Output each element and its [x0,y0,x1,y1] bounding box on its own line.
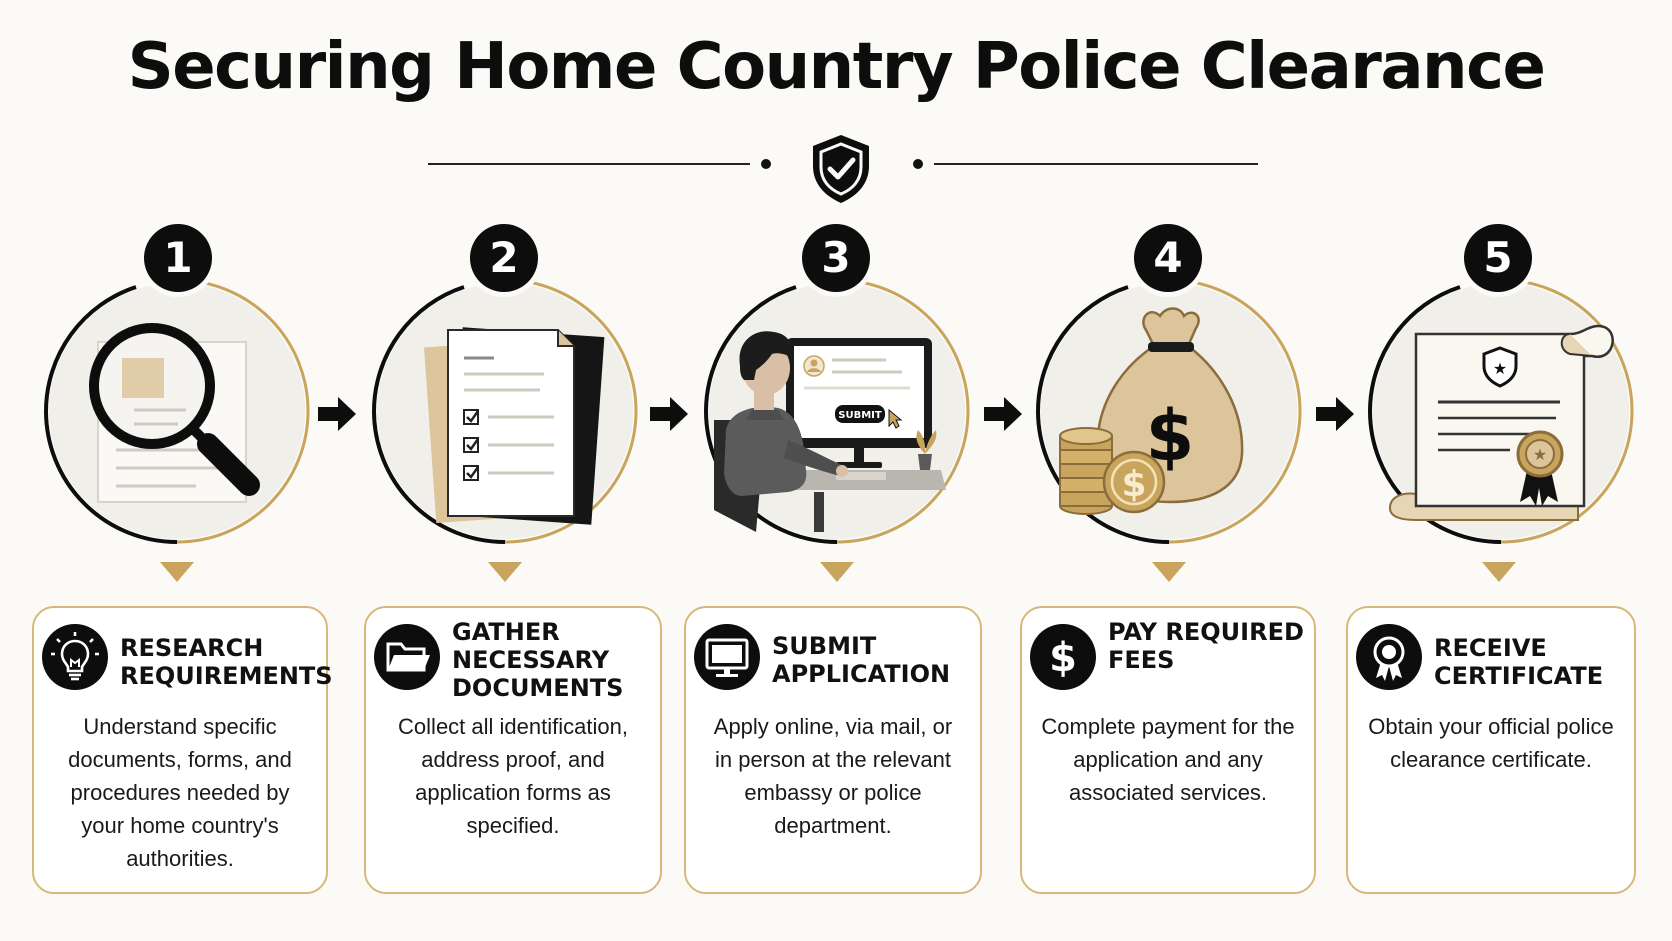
svg-text:★: ★ [1533,445,1547,464]
shield-check-icon [808,132,874,206]
step-pointer [488,562,522,582]
step-description: Complete payment for the application and… [1041,714,1295,805]
step-number-badge: 2 [470,224,538,292]
step-description: Understand specific documents, forms, an… [68,714,292,871]
step-illustration-person-at-computer: SUBMIT [696,270,978,552]
header-divider-dot-right [913,159,923,169]
step-card: RECEIVE CERTIFICATE Obtain your official… [1346,606,1636,894]
step-card: GATHER NECESSARY DOCUMENTS Collect all i… [364,606,662,894]
dollar-icon: $ [1030,624,1096,690]
header-divider-dot-left [761,159,771,169]
step-pointer [1482,562,1516,582]
step-2: 2 [332,0,662,941]
step-5: 5 ★ ★ [1328,0,1658,941]
header-divider-right [934,163,1258,165]
svg-text:$: $ [1049,635,1077,681]
step-title: PAY REQUIRED FEES [1108,618,1304,674]
step-illustration-certificate: ★ ★ [1360,270,1642,552]
submit-label: SUBMIT [838,410,882,421]
step-title: RECEIVE CERTIFICATE [1434,634,1604,690]
step-pointer [160,562,194,582]
svg-text:★: ★ [1493,359,1507,378]
lightbulb-icon [42,624,108,690]
step-title: GATHER NECESSARY DOCUMENTS [452,618,624,702]
step-card: SUBMIT APPLICATION Apply online, via mai… [684,606,982,894]
step-number-badge: 5 [1464,224,1532,292]
step-illustration-money-bag: $ $ [1028,270,1310,552]
step-3: 3 SUBMIT [664,0,994,941]
folder-icon [374,624,440,690]
arrow-right-icon [318,397,356,431]
step-title: SUBMIT APPLICATION [772,632,951,688]
step-description: Collect all identification, address proo… [398,714,628,838]
step-description: Obtain your official police clearance ce… [1368,714,1614,772]
step-pointer [1152,562,1186,582]
step-pointer [820,562,854,582]
svg-text:$: $ [1121,464,1146,505]
step-1: 1 [0,0,333,941]
step-number-badge: 4 [1134,224,1202,292]
step-4: 4 $ $ $ PAY REQUIRED FEES [996,0,1326,941]
step-number-badge: 3 [802,224,870,292]
award-ribbon-icon [1356,624,1422,690]
step-number-badge: 1 [144,224,212,292]
step-card: RESEARCH REQUIREMENTS Understand specifi… [32,606,333,894]
step-card: $ PAY REQUIRED FEES Complete payment for… [1020,606,1316,894]
step-illustration-magnifying-glass [36,270,318,552]
arrow-right-icon [1316,397,1354,431]
step-description: Apply online, via mail, or in person at … [713,714,953,838]
monitor-icon [694,624,760,690]
arrow-right-icon [650,397,688,431]
header-divider-left [428,163,750,165]
step-illustration-document-stack [364,270,646,552]
arrow-right-icon [984,397,1022,431]
step-title: RESEARCH REQUIREMENTS [120,634,333,690]
page-title: Securing Home Country Police Clearance [127,30,1546,104]
